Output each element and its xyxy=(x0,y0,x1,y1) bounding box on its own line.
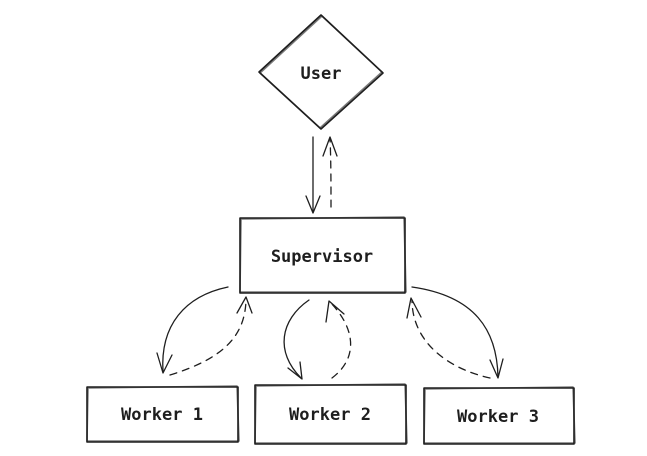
worker-1-label: Worker 1 xyxy=(121,405,203,425)
arrow-worker-1-to-supervisor xyxy=(169,296,253,376)
arrow-worker-3-to-supervisor xyxy=(406,297,491,379)
worker-2-node: Worker 2 xyxy=(254,383,408,445)
worker-1-node: Worker 1 xyxy=(86,385,240,443)
arrow-supervisor-to-worker-1 xyxy=(156,286,229,374)
worker-3-label: Worker 3 xyxy=(457,407,539,427)
worker-2-label: Worker 2 xyxy=(289,405,371,425)
arrow-supervisor-to-worker-3 xyxy=(411,286,504,379)
arrow-worker-2-to-supervisor xyxy=(325,300,352,379)
supervisor-node: Supervisor xyxy=(239,216,407,294)
arrow-supervisor-to-user xyxy=(322,136,338,208)
user-label: User xyxy=(301,64,342,84)
user-node: User xyxy=(258,14,384,130)
supervisor-label: Supervisor xyxy=(271,247,373,267)
arrow-user-to-supervisor xyxy=(305,136,321,214)
worker-3-node: Worker 3 xyxy=(423,386,576,445)
arrow-supervisor-to-worker-2 xyxy=(283,299,310,380)
